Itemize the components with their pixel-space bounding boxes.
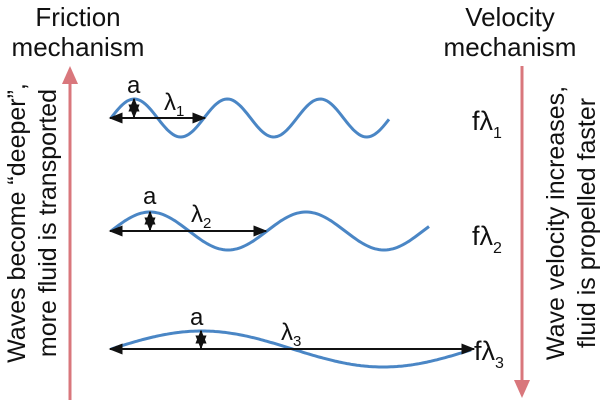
amplitude-2-label: a: [143, 183, 157, 210]
wave-row-2: a λ2 fλ2: [108, 183, 502, 257]
f-lambda-3-label: fλ3: [474, 336, 504, 372]
velocity-heading-line2: mechanism: [443, 32, 577, 62]
wave-2-curve: [110, 210, 430, 252]
velocity-mechanism-heading: Velocity mechanism: [420, 2, 600, 62]
velocity-heading-line1: Velocity: [465, 2, 555, 32]
wavelength-1-label: λ1: [164, 89, 184, 120]
friction-mechanism-heading: Friction mechanism: [2, 2, 154, 62]
f-lambda-2-label: fλ2: [472, 221, 502, 257]
wave-row-1: a λ1 fλ1: [108, 72, 502, 142]
friction-up-arrowhead: [62, 66, 78, 84]
friction-heading-line1: Friction: [35, 2, 121, 32]
amplitude-1-label: a: [127, 72, 141, 99]
f-lambda-1-label: fλ1: [472, 106, 502, 142]
velocity-down-arrowhead: [514, 380, 530, 398]
wave-row-3: a λ3 fλ3: [108, 304, 504, 372]
amplitude-3-label: a: [190, 304, 204, 331]
wavelength-2-label: λ2: [191, 201, 211, 232]
friction-heading-line2: mechanism: [11, 32, 145, 62]
wavelength-3-label: λ3: [281, 319, 301, 350]
